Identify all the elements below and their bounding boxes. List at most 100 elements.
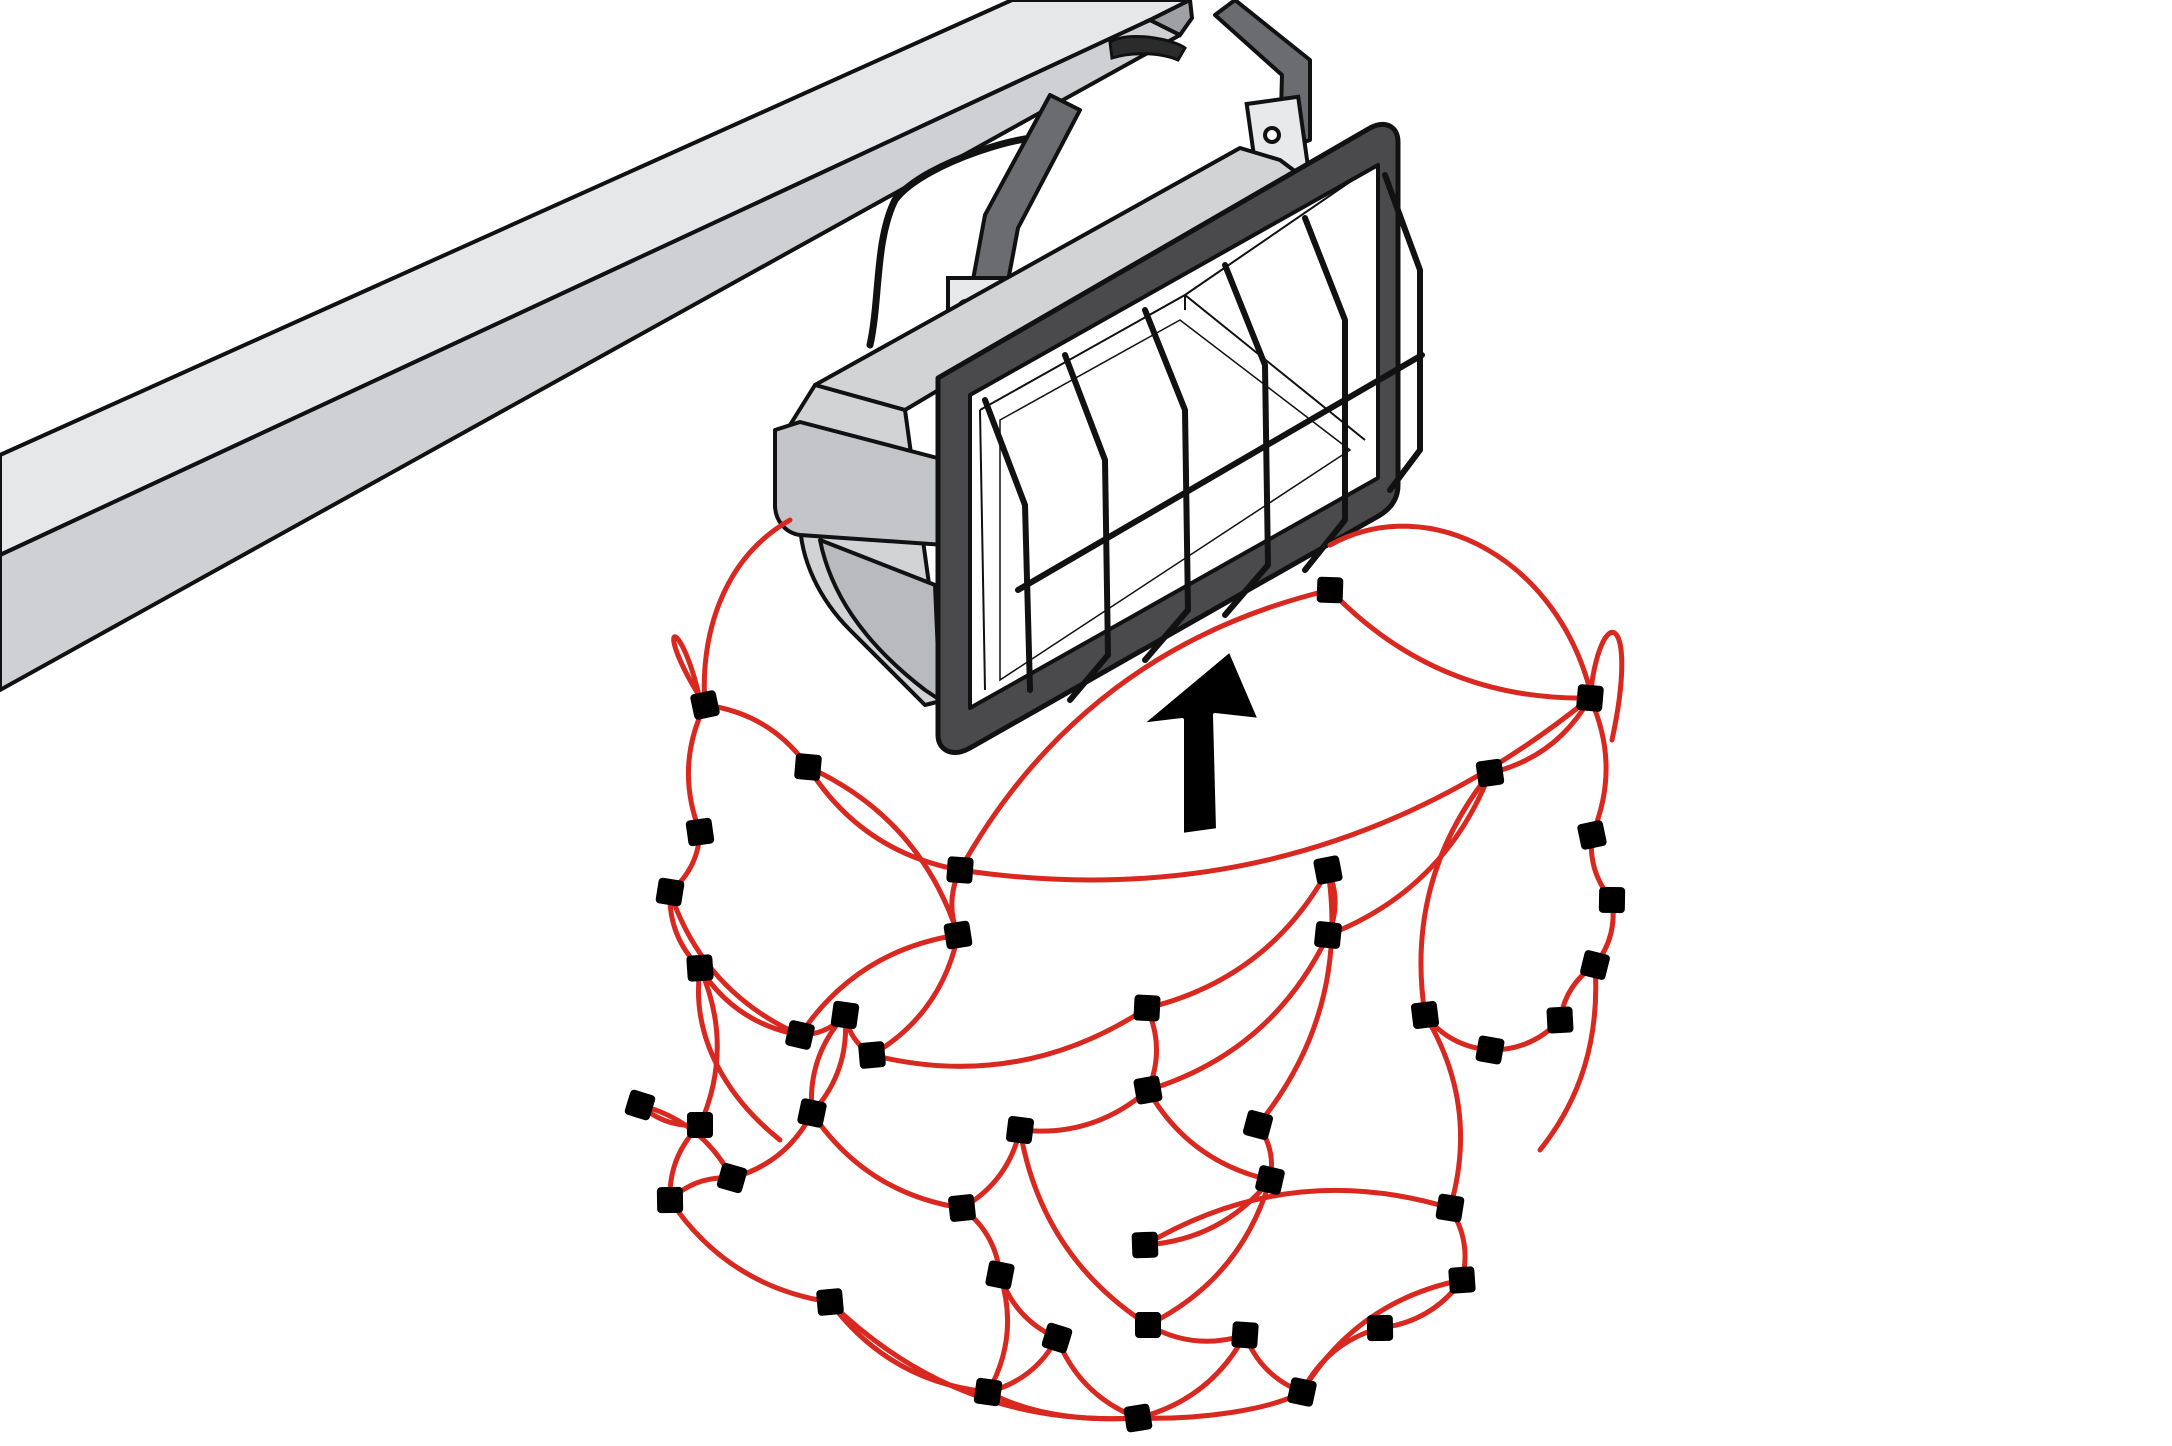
guard-rib-5 [1302,215,1348,573]
net-knot [1598,886,1626,914]
net-strand [1487,695,1593,776]
guard-rib-1 [982,397,1033,693]
net-knot [1135,1312,1161,1338]
net-knot [655,877,685,907]
net-strand [1142,1187,1453,1248]
upward-arrow-icon [1138,648,1262,837]
net-strand [1142,1177,1273,1248]
net-knot [1313,855,1343,885]
floodlight-housing [773,146,1302,707]
net-knot [1133,994,1161,1022]
net-rim-loop [1327,523,1595,701]
net-strand [985,1272,1011,1395]
net-knot [1287,1377,1317,1407]
guard-rib-6 [1382,172,1423,493]
net-strand [1145,932,1331,1093]
net-knot [943,920,973,950]
net-strand [1325,770,1493,938]
net-strand [797,932,961,1038]
housing-side-panel [773,420,947,547]
net-strand [1418,770,1493,1018]
reflector-inner [999,319,1352,682]
net-knot [1314,921,1342,949]
net-knot [973,1377,1003,1407]
net-strand [1017,1127,1151,1328]
net-knot [1475,1035,1505,1065]
net-knot [794,753,822,781]
net-knot [1255,1165,1285,1195]
guard-rib-3 [1142,307,1191,663]
net-knot [1410,1000,1440,1030]
net-knot [816,1288,844,1316]
net-strand [1135,1332,1248,1421]
net-strand [869,1005,1150,1069]
reflector-outline [979,174,1366,691]
net-strand [1255,867,1335,1128]
net-strand [1054,1335,1141,1421]
net-strand [1145,1087,1273,1183]
net-strand [702,702,811,770]
net-knot [1242,1109,1274,1141]
net-knot [1546,1006,1574,1034]
net-knot [1131,1231,1159,1259]
power-cable [866,134,1044,349]
net-knot [830,1000,860,1030]
net-strand [957,695,1593,883]
net-strand [805,764,963,873]
net-bottom-strand [1135,1389,1305,1421]
beam-end-cap [1145,0,1195,38]
net-side-loop [1587,630,1625,743]
net-strand [957,587,1333,873]
housing-lower-fin [818,538,942,702]
net-knots [624,576,1626,1433]
net-knot [1576,684,1604,712]
net-side-strand [1537,962,1599,1153]
net-strand [1587,695,1609,838]
net-knot [1475,758,1505,788]
net-knot [687,1112,713,1138]
beam-clamp [1108,34,1187,62]
net-strand [805,764,961,938]
net-strand [1017,1087,1151,1134]
net-strand [1145,1177,1273,1328]
net-knot [1123,1403,1153,1433]
net-strand [809,1110,965,1211]
net-knot [1133,1075,1163,1105]
net-knot [656,1186,684,1214]
net-knot [1005,1115,1035,1145]
net-knot [948,1194,976,1222]
net-strand [697,965,720,1128]
net-knot [690,690,720,720]
net-strand [667,889,803,1038]
net-strand [1145,1322,1248,1344]
net-knot [1580,950,1610,980]
wire-guard [982,172,1425,703]
net-strand [1144,867,1331,1011]
net-rim-loop [701,517,793,708]
net-strand [1422,1012,1464,1211]
net-strand [827,1299,991,1395]
bracket-bolt-right [1263,126,1281,144]
net-knot [624,1089,656,1121]
net-knot [1435,1193,1465,1223]
net-side-strand [696,965,783,1143]
net-knot [946,856,974,884]
net-knot [1231,1321,1259,1349]
net-strand [667,1197,833,1305]
net-side-loop [671,634,708,708]
guard-rib-2 [1062,352,1111,703]
net-strand [686,702,708,835]
net-strand [1327,587,1593,701]
guard-rib-4 [1222,262,1271,618]
net-knot [797,1098,827,1128]
net-knot [1041,1322,1073,1354]
net-knot [1316,576,1344,604]
guard-crossbar [1015,352,1425,593]
net-knot [716,1162,748,1194]
overhead-beam [0,0,1195,692]
net-bottom-strand [985,1389,1141,1422]
net-knot [858,1041,886,1069]
floodlight-front-frame [935,122,1401,755]
